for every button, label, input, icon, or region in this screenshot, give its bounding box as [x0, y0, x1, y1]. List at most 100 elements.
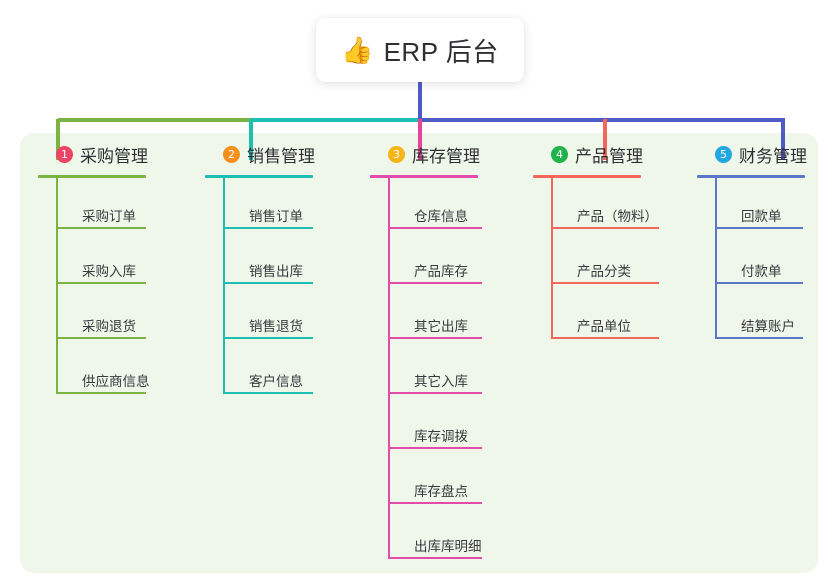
menu-item-rule [388, 282, 482, 284]
menu-item-rule [56, 227, 146, 229]
menu-item-label: 回款单 [741, 209, 782, 224]
column-branch: 产品（物料） 产品分类产品单位 [533, 178, 659, 343]
thumbs-up-icon: 👍 [341, 35, 374, 65]
menu-item-rule [56, 337, 146, 339]
menu-item[interactable]: 产品（物料） [551, 178, 659, 233]
menu-item-label: 仓库信息 [414, 209, 468, 224]
menu-item[interactable]: 出库库明细 [388, 508, 482, 563]
menu-item[interactable]: 库存盘点 [388, 453, 482, 508]
menu-item-rule [551, 337, 659, 339]
column-3: 3 库存管理仓库信息产品库存其它出库其它入库库存调拨库存盘点出库库明细 [370, 142, 482, 563]
menu-item-label: 采购入库 [82, 264, 136, 279]
column-branch: 销售订单销售出库销售退货客户信息 [205, 178, 315, 398]
menu-item-label: 付款单 [741, 264, 782, 279]
menu-item-label: 出库库明细 [414, 539, 482, 554]
column-header-2[interactable]: 2 销售管理 [205, 142, 315, 166]
menu-item-label: 库存调拨 [414, 429, 468, 444]
column-5: 5 财务管理回款单付款单结算账户 [697, 142, 807, 343]
menu-item[interactable]: 库存调拨 [388, 398, 482, 453]
menu-item[interactable]: 产品库存 [388, 233, 482, 288]
menu-item-rule [715, 227, 803, 229]
menu-item-label: 销售退货 [249, 319, 303, 334]
menu-item-rule [56, 282, 146, 284]
menu-item[interactable]: 销售订单 [223, 178, 315, 233]
column-number-badge: 4 [551, 145, 568, 163]
menu-item-label: 产品分类 [577, 264, 631, 279]
menu-item[interactable]: 采购退货 [56, 288, 148, 343]
menu-item-rule [388, 557, 482, 559]
menu-item-rule [551, 227, 659, 229]
column-1: 1 采购管理采购订单采购入库采购退货供应商信息 [38, 142, 150, 398]
diagram-panel [20, 133, 818, 573]
menu-item-label: 销售订单 [249, 209, 303, 224]
branch-spine [388, 178, 390, 559]
menu-item-label: 结算账户 [741, 319, 795, 334]
menu-item[interactable]: 回款单 [715, 178, 807, 233]
column-title: 产品管理 [575, 146, 643, 166]
menu-item-rule [715, 282, 803, 284]
branch-spine [223, 178, 225, 394]
menu-item[interactable]: 付款单 [715, 233, 807, 288]
menu-item[interactable]: 其它出库 [388, 288, 482, 343]
menu-item-label: 客户信息 [249, 374, 303, 389]
menu-item-rule [223, 337, 313, 339]
column-2: 2 销售管理销售订单销售出库销售退货客户信息 [205, 142, 315, 398]
column-4: 4 产品管理产品（物料） 产品分类产品单位 [533, 142, 659, 343]
menu-item-label: 库存盘点 [414, 484, 468, 499]
branch-spine [715, 178, 717, 339]
column-branch: 采购订单采购入库采购退货供应商信息 [38, 178, 150, 398]
column-branch: 回款单付款单结算账户 [697, 178, 807, 343]
menu-item-rule [56, 392, 146, 394]
menu-item-rule [223, 392, 313, 394]
column-number-badge: 5 [715, 145, 732, 163]
menu-item-label: 采购订单 [82, 209, 136, 224]
menu-item-rule [388, 392, 482, 394]
branch-spine [56, 178, 58, 394]
column-number-badge: 3 [388, 145, 405, 163]
column-title: 销售管理 [247, 146, 315, 166]
menu-item-rule [551, 282, 659, 284]
menu-item[interactable]: 结算账户 [715, 288, 807, 343]
menu-item[interactable]: 销售退货 [223, 288, 315, 343]
column-header-3[interactable]: 3 库存管理 [370, 142, 480, 166]
menu-item[interactable]: 供应商信息 [56, 343, 150, 398]
column-title: 采购管理 [80, 146, 148, 166]
menu-item-label: 产品（物料） [577, 209, 658, 224]
menu-item-rule [715, 337, 803, 339]
menu-item-label: 供应商信息 [82, 374, 150, 389]
column-header-rule [205, 175, 313, 178]
menu-item[interactable]: 采购入库 [56, 233, 148, 288]
menu-item-rule [223, 227, 313, 229]
column-number-badge: 2 [223, 145, 240, 163]
column-title: 库存管理 [412, 146, 480, 166]
column-number-badge: 1 [56, 145, 73, 163]
column-header-4[interactable]: 4 产品管理 [533, 142, 643, 166]
menu-item-rule [388, 447, 482, 449]
menu-item-label: 产品单位 [577, 319, 631, 334]
column-header-rule [697, 175, 805, 178]
column-header-1[interactable]: 1 采购管理 [38, 142, 148, 166]
menu-item-rule [388, 227, 482, 229]
menu-item[interactable]: 销售出库 [223, 233, 315, 288]
column-header-5[interactable]: 5 财务管理 [697, 142, 807, 166]
column-header-rule [38, 175, 146, 178]
column-branch: 仓库信息产品库存其它出库其它入库库存调拨库存盘点出库库明细 [370, 178, 482, 563]
root-title-card[interactable]: 👍 ERP 后台 [316, 18, 524, 82]
menu-item[interactable]: 其它入库 [388, 343, 482, 398]
menu-item[interactable]: 产品单位 [551, 288, 659, 343]
menu-item-label: 销售出库 [249, 264, 303, 279]
menu-item[interactable]: 客户信息 [223, 343, 315, 398]
menu-item-rule [388, 502, 482, 504]
menu-item[interactable]: 仓库信息 [388, 178, 482, 233]
column-title: 财务管理 [739, 146, 807, 166]
column-header-rule [370, 175, 478, 178]
branch-spine [551, 178, 553, 339]
menu-item-rule [223, 282, 313, 284]
menu-item[interactable]: 产品分类 [551, 233, 659, 288]
menu-item-rule [388, 337, 482, 339]
menu-item[interactable]: 采购订单 [56, 178, 148, 233]
menu-item-label: 其它入库 [414, 374, 468, 389]
page-title: ERP 后台 [383, 36, 499, 67]
menu-item-label: 采购退货 [82, 319, 136, 334]
column-header-rule [533, 175, 641, 178]
